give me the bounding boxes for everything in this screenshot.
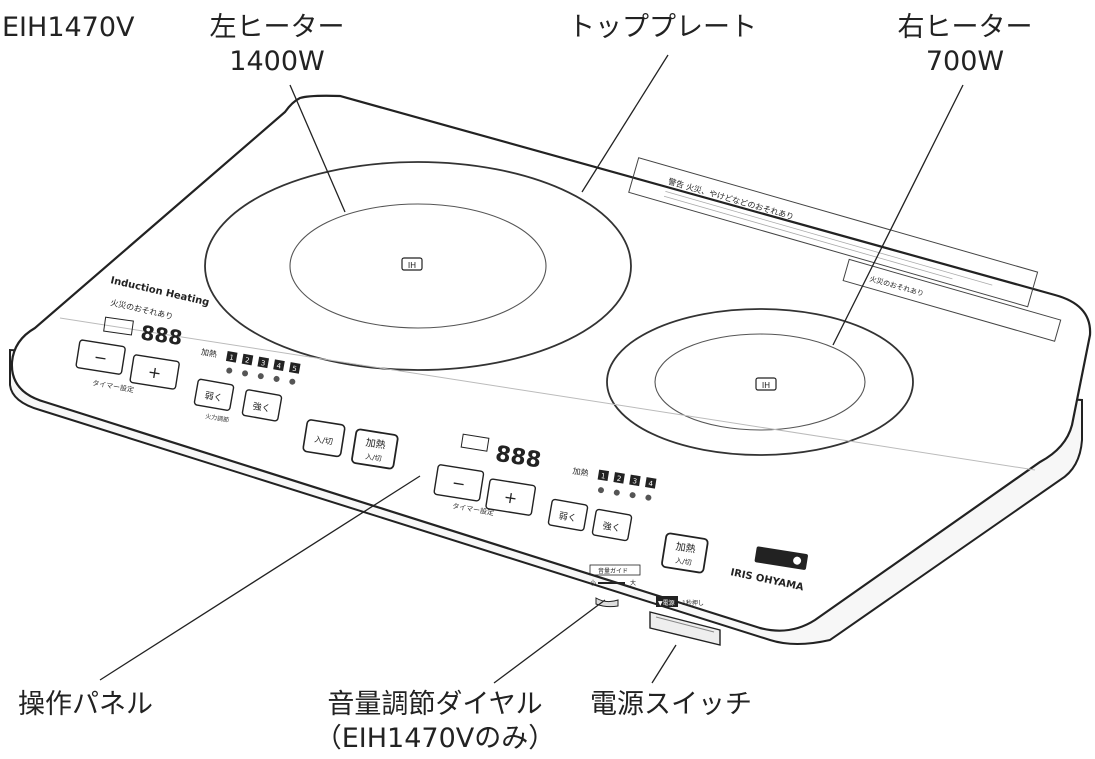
- right-strong-button[interactable]: 強く: [591, 508, 633, 542]
- svg-text:▼電源: ▼電源: [658, 599, 675, 607]
- svg-text:入/切: 入/切: [314, 435, 334, 447]
- power-switch[interactable]: ▼電源 1秒押し: [649, 596, 721, 646]
- right-weak-button[interactable]: 弱く: [547, 498, 589, 532]
- volume-dial-note: （EIH1470Vのみ）: [314, 723, 556, 754]
- left-mode-button[interactable]: 入/切: [302, 419, 346, 458]
- model-label: EIH1470V: [2, 12, 135, 43]
- left-heater-callout: 左ヒーター 1400W: [192, 11, 362, 79]
- svg-text:入/切: 入/切: [675, 557, 692, 567]
- svg-text:1秒押し: 1秒押し: [682, 599, 704, 607]
- right-ih-mark: IH: [762, 381, 770, 390]
- right-heater-callout: 右ヒーター 700W: [890, 11, 1040, 79]
- svg-text:4: 4: [276, 362, 282, 371]
- right-ih-mark-icon: [755, 377, 777, 391]
- svg-text:加熱: 加熱: [675, 540, 697, 556]
- svg-text:2: 2: [616, 475, 622, 484]
- svg-text:4: 4: [648, 480, 654, 489]
- leader-control-panel: [99, 475, 421, 681]
- svg-text:小: 小: [590, 579, 596, 587]
- leader-top-plate: [581, 54, 669, 193]
- left-minus-button[interactable]: −: [75, 339, 126, 375]
- svg-text:−: −: [92, 347, 108, 368]
- svg-text:1: 1: [600, 472, 606, 481]
- power-switch-label: 電源スイッチ: [590, 689, 752, 720]
- svg-text:3: 3: [260, 359, 266, 368]
- top-plate-label: トッププレート: [568, 12, 757, 43]
- svg-text:弱く: 弱く: [558, 510, 578, 524]
- left-heater-inner-ring: [289, 203, 547, 329]
- svg-text:弱く: 弱く: [204, 390, 224, 404]
- left-strong-button[interactable]: 強く: [241, 389, 283, 422]
- svg-text:加熱: 加熱: [200, 347, 217, 360]
- leader-left-heater: [289, 84, 346, 213]
- right-heater-label: 右ヒーター: [897, 12, 1033, 43]
- right-minus-button[interactable]: −: [433, 464, 485, 502]
- left-ih-mark: IH: [408, 261, 416, 270]
- svg-text:+: +: [502, 487, 518, 508]
- left-heater-power: 1400W: [229, 46, 325, 77]
- left-weak-button[interactable]: 弱く: [193, 378, 235, 411]
- svg-text:−: −: [451, 473, 467, 494]
- right-plus-button[interactable]: +: [485, 478, 537, 516]
- volume-dial-label: 音量調節ダイヤル: [327, 689, 543, 720]
- leader-power-switch: [651, 644, 677, 684]
- svg-text:強く: 強く: [602, 519, 622, 534]
- panel-divider-line: [59, 317, 1036, 471]
- right-heat-level-indicators: 加熱 1 2 3 4: [572, 466, 657, 501]
- left-heat-button[interactable]: 加熱 入/切: [351, 428, 399, 470]
- left-heater-label: 左ヒーター: [209, 12, 345, 43]
- svg-text:2: 2: [244, 356, 250, 365]
- left-heater-outer-ring: [204, 161, 632, 371]
- left-timer-display: 888: [103, 316, 184, 350]
- left-heat-level-indicators: 加熱 1 2 3 4 5: [200, 347, 301, 385]
- svg-text:音量ガイド: 音量ガイド: [598, 567, 628, 575]
- svg-text:入/切: 入/切: [365, 453, 382, 463]
- svg-text:1: 1: [229, 353, 235, 362]
- svg-text:加熱: 加熱: [365, 436, 387, 452]
- svg-text:強く: 強く: [252, 400, 272, 415]
- control-panel-label: 操作パネル: [18, 689, 153, 720]
- svg-text:大: 大: [630, 579, 636, 587]
- leader-volume-dial: [493, 599, 606, 684]
- svg-text:3: 3: [632, 477, 638, 486]
- volume-dial-callout: 音量調節ダイヤル （EIH1470Vのみ）: [300, 688, 570, 756]
- left-display-digits: 888: [139, 320, 184, 350]
- svg-text:+: +: [147, 362, 163, 383]
- svg-text:5: 5: [292, 365, 298, 374]
- top-plate: [10, 94, 1092, 632]
- right-heat-button[interactable]: 加熱 入/切: [661, 532, 709, 574]
- right-heater-outer-ring: [606, 308, 914, 456]
- left-plus-button[interactable]: +: [129, 354, 180, 390]
- leader-right-heater: [832, 84, 964, 346]
- right-heater-inner-ring: [654, 333, 866, 431]
- main-power-key[interactable]: [754, 546, 808, 570]
- right-heater-power: 700W: [925, 46, 1005, 77]
- left-ih-mark-icon: [401, 257, 423, 271]
- svg-text:加熱: 加熱: [572, 466, 589, 478]
